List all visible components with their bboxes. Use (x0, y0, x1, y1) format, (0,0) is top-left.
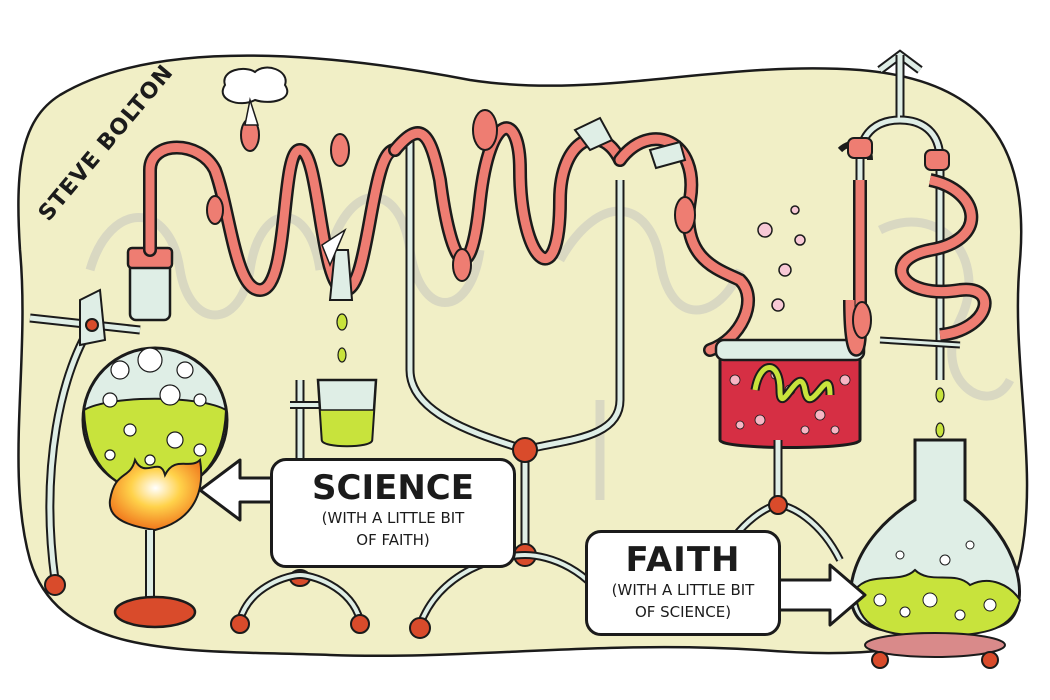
coiled-tube-middle (388, 109, 756, 357)
pink-bubbles (757, 205, 806, 312)
red-chamber (714, 338, 866, 562)
faith-subtitle-line1: (WITH A LITTLE BIT (611, 581, 755, 599)
right-coil-apparatus (837, 49, 992, 438)
faith-pointer-arrow (772, 563, 867, 627)
faith-title: FAITH (625, 540, 741, 580)
faith-subtitle-line2: OF SCIENCE) (634, 603, 732, 621)
faith-flask (849, 438, 1022, 669)
left-ring-stand (29, 288, 141, 596)
science-pointer-arrow (198, 458, 275, 522)
science-callout: SCIENCE (WITH A LITTLE BIT OF FAITH) (270, 458, 516, 568)
science-flask (81, 246, 229, 629)
coiled-tube-left (143, 118, 402, 298)
science-subtitle-line2: OF FAITH) (356, 531, 430, 549)
steam-puff (221, 66, 289, 126)
faith-callout: FAITH (WITH A LITTLE BIT OF SCIENCE) (585, 530, 781, 636)
drip-tip (321, 228, 354, 363)
science-title: SCIENCE (312, 468, 474, 508)
science-subtitle-line1: (WITH A LITTLE BIT (321, 509, 465, 527)
middle-glass-tubes (405, 130, 625, 639)
